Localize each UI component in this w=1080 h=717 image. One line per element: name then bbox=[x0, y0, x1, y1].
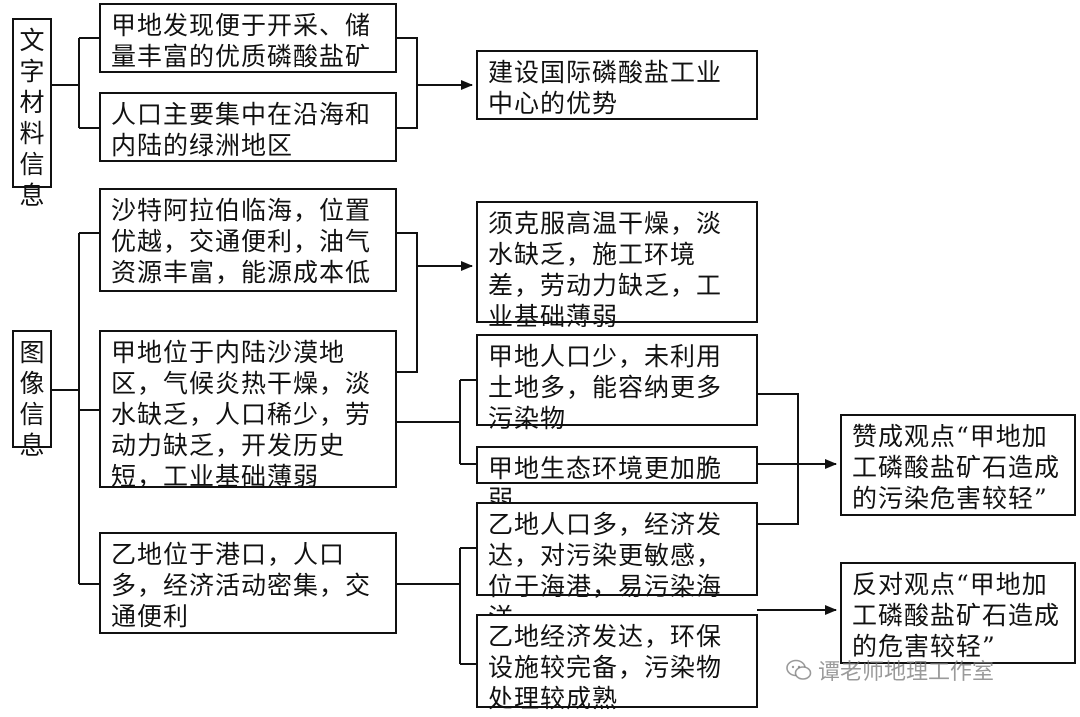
middle-yi-environment: 乙地经济发达，环保设施较完备，污染物处理较成熟 bbox=[476, 614, 758, 713]
middle-jia-population-label: 甲地人口少，未利用土地多，能容纳更多污染物 bbox=[488, 342, 723, 433]
watermark-label: 谭老师地理工作室 bbox=[818, 660, 995, 685]
wechat-icon bbox=[786, 659, 812, 680]
middle-yi-environment-label: 乙地经济发达，环保设施较完备，污染物处理较成熟 bbox=[488, 622, 723, 713]
difficulty-label: 须克服高温干燥，淡水缺乏，施工环境差，劳动力缺乏，工业基础薄弱 bbox=[488, 209, 723, 331]
agree-conclusion-label: 赞成观点“甲地加工磷酸盐矿石造成的污染危害较轻” bbox=[852, 422, 1061, 513]
text-material-group-label: 文字材料信息 bbox=[12, 18, 52, 210]
image-info-label: 图像信息 bbox=[19, 338, 45, 460]
text-item-population: 人口主要集中在沿海和内陆的绿洲地区 bbox=[99, 92, 397, 162]
text-material-label: 文字材料信息 bbox=[19, 26, 45, 210]
watermark: 谭老师地理工作室 bbox=[786, 654, 994, 686]
agree-conclusion: 赞成观点“甲地加工磷酸盐矿石造成的污染危害较轻” bbox=[840, 414, 1076, 516]
middle-yi-population-label: 乙地人口多，经济发达，对污染更敏感，位于海港，易污染海洋 bbox=[488, 510, 723, 632]
text-item-phosphate-label: 甲地发现便于开采、储量丰富的优质磷酸盐矿 bbox=[111, 11, 372, 71]
image-item-yi-location: 乙地位于港口，人口多，经济活动密集，交通便利 bbox=[99, 532, 397, 634]
middle-jia-population: 甲地人口少，未利用土地多，能容纳更多污染物 bbox=[476, 334, 758, 433]
oppose-conclusion-label: 反对观点“甲地加工磷酸盐矿石造成的危害较轻” bbox=[852, 570, 1061, 661]
middle-yi-population: 乙地人口多，经济发达，对污染更敏感，位于海港，易污染海洋 bbox=[476, 502, 758, 632]
advantage-label: 建设国际磷酸盐工业中心的优势 bbox=[488, 58, 723, 118]
image-item-jia-location-label: 甲地位于内陆沙漠地区，气候炎热干燥，淡水缺乏，人口稀少，劳动力缺乏，开发历史短，… bbox=[111, 338, 372, 491]
text-item-population-label: 人口主要集中在沿海和内陆的绿洲地区 bbox=[111, 100, 372, 160]
image-item-saudi: 沙特阿拉伯临海，位置优越，交通便利，油气资源丰富，能源成本低 bbox=[99, 188, 397, 292]
middle-jia-ecology: 甲地生态环境更加脆弱 bbox=[476, 446, 758, 514]
advantage-box: 建设国际磷酸盐工业中心的优势 bbox=[476, 50, 758, 120]
oppose-conclusion: 反对观点“甲地加工磷酸盐矿石造成的危害较轻” bbox=[840, 562, 1076, 664]
difficulty-box: 须克服高温干燥，淡水缺乏，施工环境差，劳动力缺乏，工业基础薄弱 bbox=[476, 201, 758, 331]
image-item-saudi-label: 沙特阿拉伯临海，位置优越，交通便利，油气资源丰富，能源成本低 bbox=[111, 196, 372, 287]
image-info-group-label: 图像信息 bbox=[12, 330, 52, 460]
image-item-jia-location: 甲地位于内陆沙漠地区，气候炎热干燥，淡水缺乏，人口稀少，劳动力缺乏，开发历史短，… bbox=[99, 330, 397, 491]
text-item-phosphate: 甲地发现便于开采、储量丰富的优质磷酸盐矿 bbox=[99, 3, 397, 73]
image-item-yi-location-label: 乙地位于港口，人口多，经济活动密集，交通便利 bbox=[111, 540, 372, 631]
